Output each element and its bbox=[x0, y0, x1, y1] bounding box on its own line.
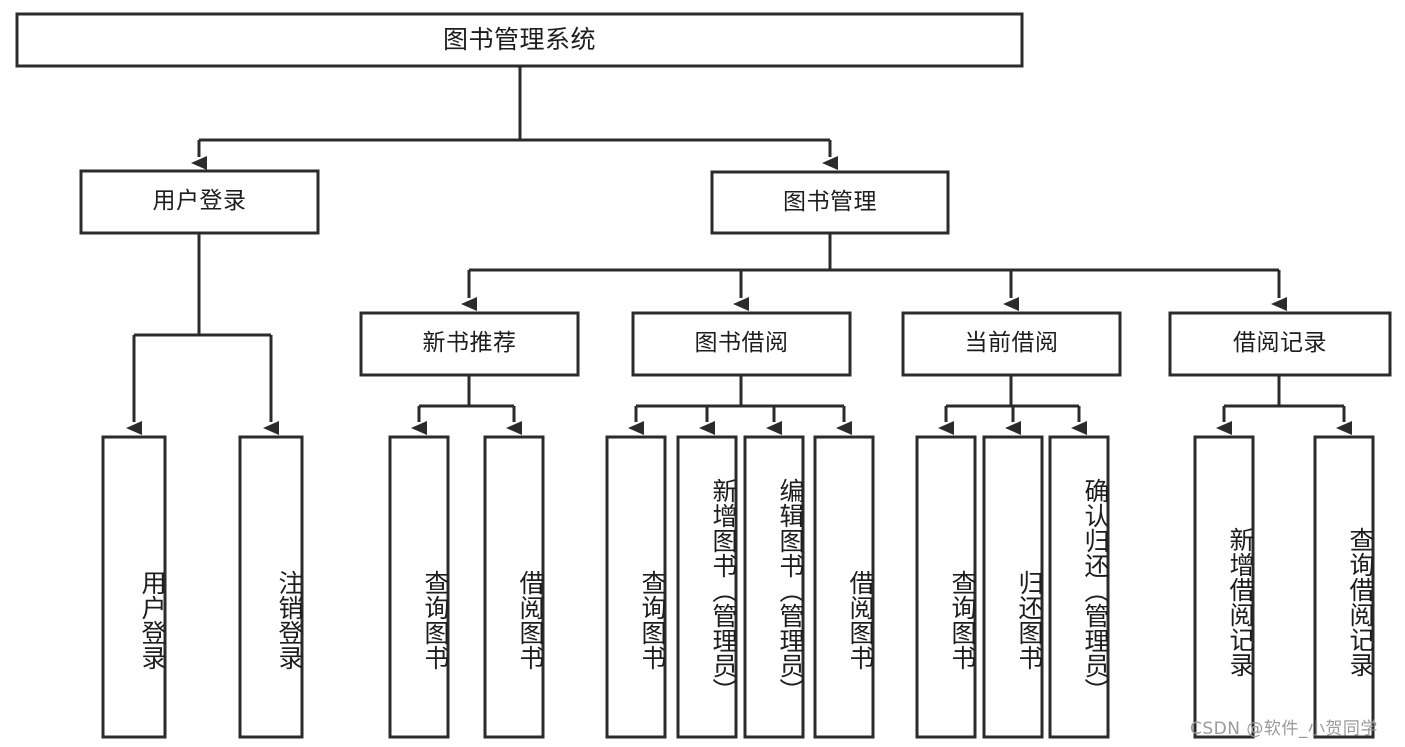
node-box-user-logout-leaf[interactable] bbox=[238, 435, 304, 739]
node-box-current-return-book[interactable] bbox=[982, 435, 1044, 739]
node-box-book-borrow[interactable] bbox=[631, 311, 852, 377]
node-box-borrow-lend-book[interactable] bbox=[813, 435, 875, 739]
node-box-current-query-book[interactable] bbox=[915, 435, 977, 739]
node-box-new-book-borrow[interactable] bbox=[483, 435, 545, 739]
node-box-record-query[interactable] bbox=[1313, 435, 1375, 739]
connector-book-borrow-to-leaves bbox=[628, 375, 852, 435]
connector-book-management-to-level3 bbox=[461, 233, 1287, 311]
node-box-user-login-leaf[interactable] bbox=[101, 435, 167, 739]
node-box-borrow-records[interactable] bbox=[1168, 311, 1392, 377]
connector-borrow-records-to-leaves bbox=[1216, 375, 1352, 435]
node-box-user-login[interactable] bbox=[79, 169, 320, 235]
node-box-current-confirm-return[interactable] bbox=[1048, 435, 1110, 739]
connector-new-book-recommend-to-leaves bbox=[411, 375, 522, 435]
node-box-record-add[interactable] bbox=[1193, 435, 1255, 739]
node-box-new-book-recommend[interactable] bbox=[359, 311, 580, 377]
node-box-root[interactable] bbox=[15, 12, 1024, 68]
node-box-borrow-add-book[interactable] bbox=[676, 435, 738, 739]
node-box-borrow-query-book[interactable] bbox=[605, 435, 667, 739]
connector-current-borrow-to-leaves bbox=[938, 375, 1087, 435]
node-box-current-borrow[interactable] bbox=[901, 311, 1122, 377]
node-box-book-management[interactable] bbox=[710, 170, 950, 235]
connector-user-login-to-leaves bbox=[126, 233, 279, 435]
node-box-borrow-edit-book[interactable] bbox=[743, 435, 805, 739]
connector-root-to-level2 bbox=[191, 66, 838, 170]
node-box-new-book-query[interactable] bbox=[388, 435, 450, 739]
